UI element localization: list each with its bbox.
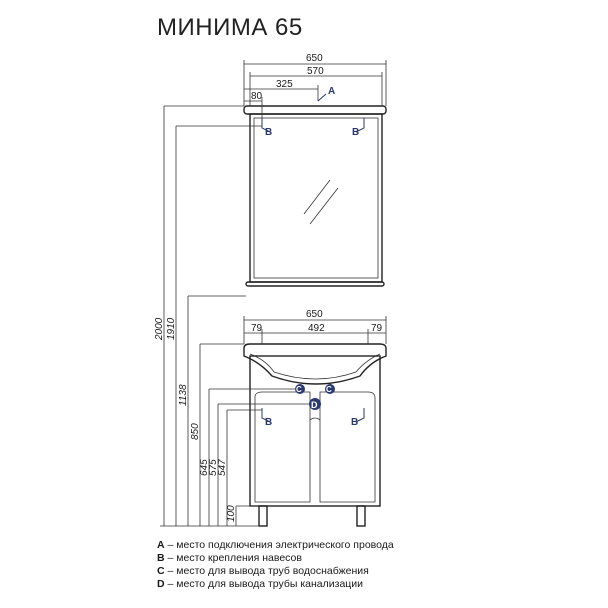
height-575: 575 <box>208 459 219 476</box>
mirror-wire-marker <box>317 93 327 102</box>
cabinet-mark-b-left: B <box>265 417 272 428</box>
cabinet-mark-c-right: C <box>326 385 332 394</box>
cabinet-body <box>249 355 381 507</box>
cabinet-dimensions: 650 79 492 79 <box>243 309 387 344</box>
cabinet-drawing: C C D B B <box>243 343 387 527</box>
mirror-drawing: B B A <box>243 86 387 287</box>
height-1138: 1138 <box>178 384 189 406</box>
mirror-reflection-line <box>309 187 339 225</box>
mirror-mark-b-left: B <box>265 127 272 138</box>
drain-outlet <box>309 398 321 410</box>
mirror-width-edge: 80 <box>251 91 263 102</box>
legend-item-b: B – место крепления навесов <box>157 552 302 564</box>
mirror-width-half: 325 <box>276 79 293 90</box>
mirror-mark-a: A <box>328 86 335 97</box>
mirror-top-shelf <box>243 105 387 115</box>
mirror-width-overall: 650 <box>306 53 323 64</box>
cabinet-width-left: 79 <box>251 323 263 334</box>
legend-item-a: A – место подключения электрического про… <box>157 539 394 551</box>
diagram-title: МИНИМА 65 <box>157 14 303 41</box>
height-645: 645 <box>199 459 210 476</box>
door-handle <box>309 417 321 421</box>
height-1910: 1910 <box>166 317 177 340</box>
legend: A – место подключения электрического про… <box>157 539 394 591</box>
sink-bowl-inner <box>249 353 381 380</box>
mirror-mark-b-right: B <box>352 127 359 138</box>
cabinet-door-right <box>319 391 376 503</box>
mirror-hanger-right <box>355 118 365 133</box>
cabinet-hanger-right <box>355 408 365 423</box>
height-dimensions: 2000 1910 1138 850 645 575 547 100 <box>154 105 309 527</box>
mirror-reflection-line <box>303 179 331 215</box>
water-pipe-outlet-right <box>325 384 335 394</box>
cabinet-width-right: 79 <box>371 323 383 334</box>
legend-item-d: D – место для вывода трубы канализации <box>157 578 364 590</box>
water-pipe-outlet-left <box>295 384 305 394</box>
sink-basin <box>243 343 387 385</box>
cabinet-leg-left <box>258 505 268 527</box>
height-100: 100 <box>226 505 237 522</box>
cabinet-mark-b-right: B <box>351 417 358 428</box>
cabinet-hanger-left <box>261 408 271 423</box>
cabinet-leg-right <box>356 505 366 527</box>
mirror-glass <box>253 117 379 279</box>
cabinet-door-left <box>254 391 311 503</box>
cabinet-mark-d: D <box>311 400 318 410</box>
mirror-hanger-left <box>261 118 271 133</box>
cabinet-width-inner: 492 <box>308 323 325 334</box>
height-547: 547 <box>217 459 228 476</box>
cabinet-mark-c-left: C <box>296 385 302 394</box>
mirror-dimensions: 650 570 325 80 <box>243 53 387 118</box>
height-2000: 2000 <box>154 317 165 341</box>
mirror-width-inner: 570 <box>307 66 324 77</box>
height-850: 850 <box>190 423 201 440</box>
legend-item-c: C – место для вывода труб водоснабжения <box>157 565 369 577</box>
cabinet-width-overall: 650 <box>306 309 323 320</box>
mirror-base <box>245 281 385 287</box>
